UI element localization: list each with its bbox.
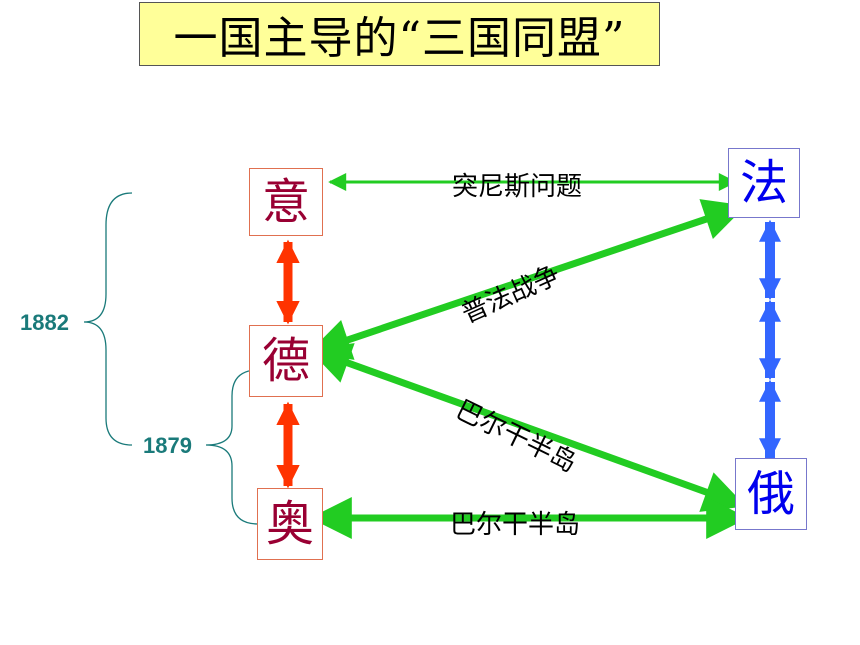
node-italy: 意 (249, 168, 323, 236)
page-title: 一国主导的“三国同盟” (139, 2, 660, 66)
node-france: 法 (728, 148, 800, 218)
year-1879: 1879 (143, 433, 192, 458)
arrow-germany-france (308, 199, 746, 360)
label-tunisia: 突尼斯问题 (452, 172, 583, 202)
bracket-1882 (83, 192, 133, 446)
label-balkan-bottom: 巴尔干半岛 (450, 510, 581, 540)
node-germany: 德 (249, 325, 323, 397)
node-russia: 俄 (735, 458, 807, 530)
node-austria: 奥 (257, 488, 323, 560)
year-1882: 1882 (20, 310, 69, 335)
arrow-germany-russia (308, 343, 746, 512)
bracket-1879 (205, 369, 259, 525)
